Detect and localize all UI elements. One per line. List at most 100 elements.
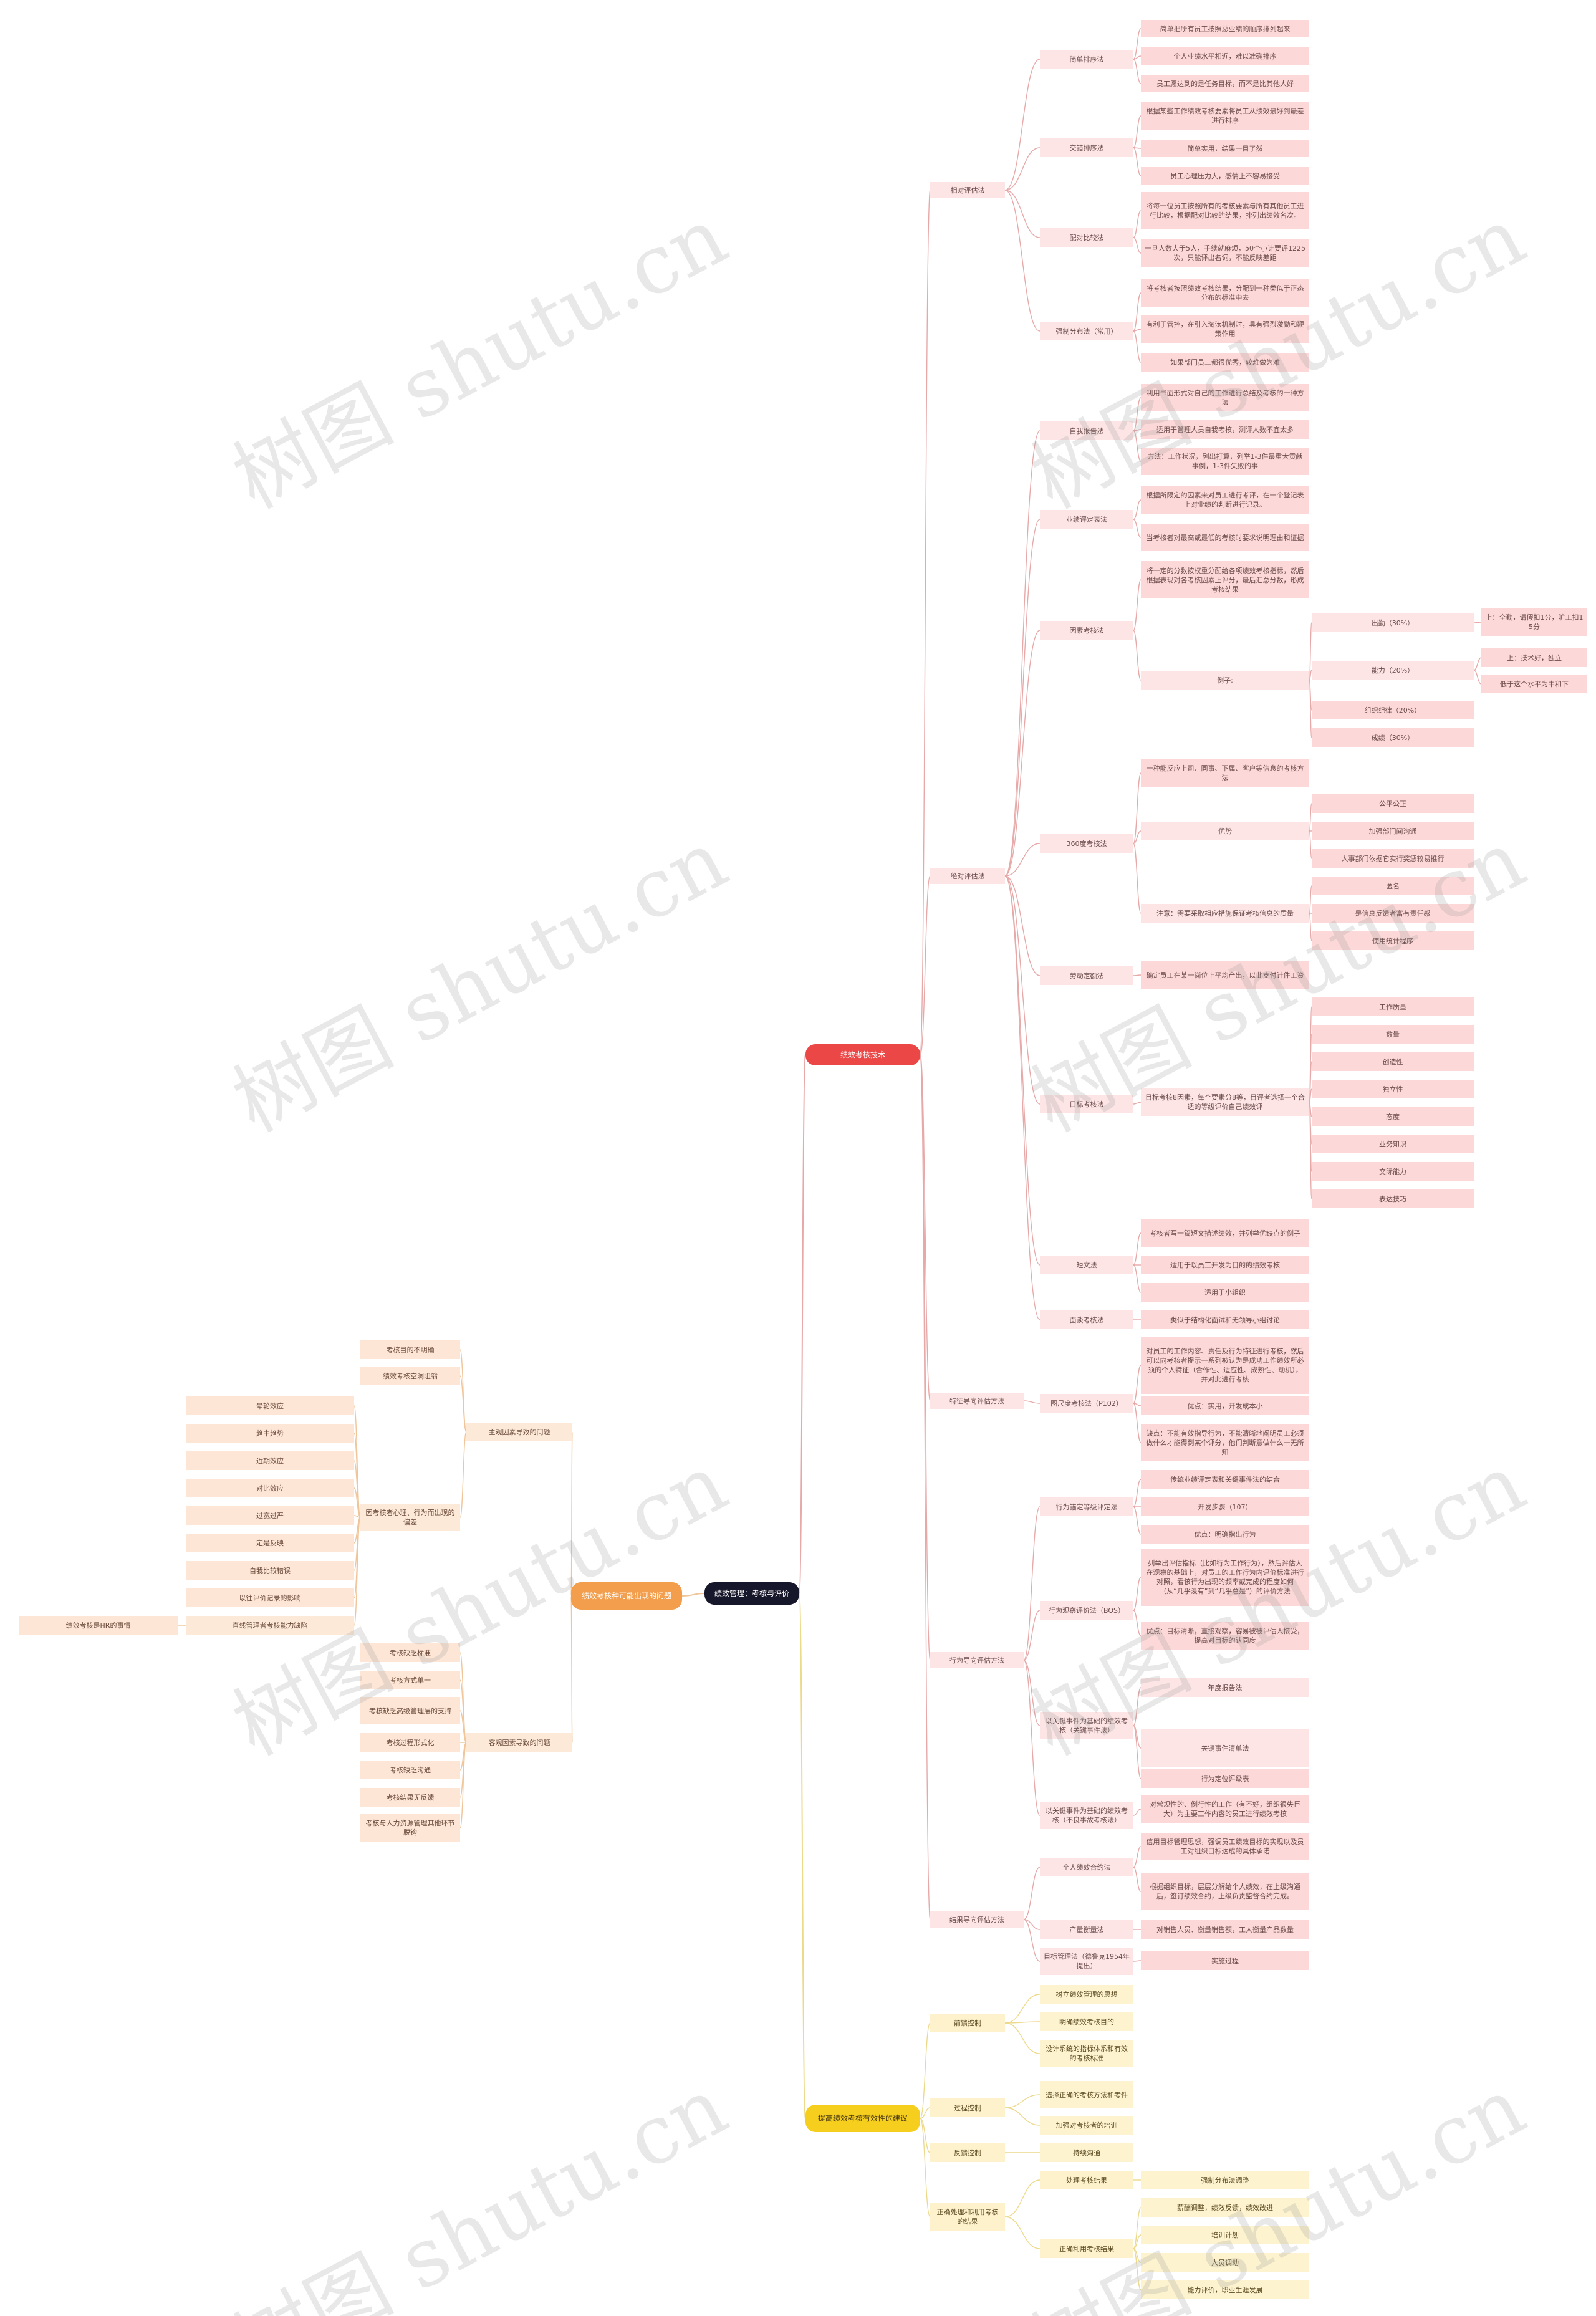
mindmap-node[interactable]: 能力评价，职业生涯发展 — [1141, 2280, 1309, 2299]
mindmap-node[interactable]: 优点：明确指出行为 — [1141, 1525, 1309, 1544]
mindmap-node[interactable]: 目标考核法 — [1040, 1095, 1133, 1113]
root-topic[interactable]: 绩效管理：考核与评价 — [704, 1582, 799, 1605]
mindmap-node[interactable]: 以往评价记录的影响 — [186, 1588, 354, 1607]
mindmap-node[interactable]: 特征导向评估方法 — [930, 1393, 1024, 1409]
mindmap-node[interactable]: 实施过程 — [1141, 1951, 1309, 1970]
mindmap-node[interactable]: 持续沟通 — [1040, 2143, 1133, 2162]
mindmap-node[interactable]: 使用统计程序 — [1312, 931, 1474, 950]
mindmap-node[interactable]: 面谈考核法 — [1040, 1310, 1133, 1329]
mindmap-node[interactable]: 对常规性的、例行性的工作（有不好，组织很失巨大）为主要工作内容的员工进行绩效考核 — [1141, 1795, 1309, 1823]
mindmap-node[interactable]: 反馈控制 — [930, 2143, 1005, 2162]
mindmap-node[interactable]: 强制分布法调整 — [1141, 2171, 1309, 2189]
mindmap-node[interactable]: 独立性 — [1312, 1080, 1474, 1098]
mindmap-node[interactable]: 自我报告法 — [1040, 421, 1133, 440]
mindmap-node[interactable]: 对员工的工作内容、责任及行为特征进行考核，然后可以向考核者提示一系列被认为是成功… — [1141, 1337, 1309, 1394]
mindmap-node[interactable]: 根据组织目标，层层分解给个人绩效，在上级沟通后，签订绩效合约，上级负责监督合约完… — [1141, 1873, 1309, 1910]
mindmap-node[interactable]: 优势 — [1141, 822, 1309, 840]
mindmap-node[interactable]: 低于这个水平为中和下 — [1481, 675, 1587, 693]
mindmap-node[interactable]: 上：全勤，请假扣1分，旷工扣15分 — [1481, 608, 1587, 636]
main-branch-node[interactable]: 绩效考核种可能出现的问题 — [571, 1582, 682, 1610]
mindmap-node[interactable]: 短文法 — [1040, 1256, 1133, 1274]
mindmap-node[interactable]: 例子: — [1141, 671, 1309, 690]
mindmap-node[interactable]: 晕轮效应 — [186, 1396, 354, 1415]
mindmap-node[interactable]: 有利于管控，在引入淘汰机制时，具有强烈激励和鞭策作用 — [1141, 315, 1309, 343]
mindmap-node[interactable]: 设计系统的指标体系和有效的考核标准 — [1040, 2040, 1133, 2067]
mindmap-node[interactable]: 工作质量 — [1312, 997, 1474, 1016]
mindmap-node[interactable]: 交错排序法 — [1040, 138, 1133, 157]
main-branch-node[interactable]: 提高绩效考核有效性的建议 — [805, 2105, 920, 2132]
mindmap-node[interactable]: 绩效考核是HR的事情 — [19, 1616, 178, 1635]
mindmap-node[interactable]: 明确绩效考核目的 — [1040, 2012, 1133, 2031]
mindmap-node[interactable]: 行为定位评级表 — [1141, 1769, 1309, 1788]
mindmap-node[interactable]: 态度 — [1312, 1107, 1474, 1126]
mindmap-node[interactable]: 劳动定额法 — [1040, 966, 1133, 985]
mindmap-node[interactable]: 加强对考核者的培训 — [1040, 2116, 1133, 2135]
mindmap-node[interactable]: 能力（20%） — [1312, 661, 1474, 680]
mindmap-node[interactable]: 匿名 — [1312, 877, 1474, 895]
mindmap-node[interactable]: 表达技巧 — [1312, 1189, 1474, 1208]
mindmap-node[interactable]: 方法：工作状况，列出打算，列举1-3件最重大贡献事例，1-3件失败的事 — [1141, 448, 1309, 475]
mindmap-node[interactable]: 适用于小组织 — [1141, 1283, 1309, 1302]
mindmap-node[interactable]: 对比效应 — [186, 1479, 354, 1497]
mindmap-node[interactable]: 是信息反馈者富有责任感 — [1312, 904, 1474, 923]
mindmap-node[interactable]: 以关键事件为基础的绩效考核（关键事件法） — [1040, 1712, 1133, 1739]
mindmap-node[interactable]: 对销售人员、衡量销售额，工人衡量产品数量 — [1141, 1920, 1309, 1939]
mindmap-node[interactable]: 正确处理和利用考核的结果 — [930, 2203, 1005, 2231]
mindmap-node[interactable]: 简单把所有员工按照总业绩的顺序排列起来 — [1141, 20, 1309, 37]
mindmap-node[interactable]: 优点：目标清晰，直接观察，容易被被评估人接受，提高对目标的认同度 — [1141, 1622, 1309, 1650]
mindmap-node[interactable]: 考核缺乏沟通 — [360, 1761, 460, 1779]
mindmap-node[interactable]: 年度报告法 — [1141, 1678, 1309, 1697]
mindmap-node[interactable]: 列举出评估指标（比如行为工作行为），然后评估人在观察的基础上，对员工的工作行为内… — [1141, 1549, 1309, 1606]
mindmap-node[interactable]: 类似于结构化面试和无领导小组讨论 — [1141, 1310, 1309, 1329]
mindmap-node[interactable]: 员工心理压力大，感情上不容易接受 — [1141, 167, 1309, 185]
mindmap-node[interactable]: 产量衡量法 — [1040, 1920, 1133, 1939]
mindmap-node[interactable]: 一种能反应上司、同事、下属、客户等信息的考核方法 — [1141, 759, 1309, 787]
mindmap-node[interactable]: 考核目的不明确 — [360, 1340, 460, 1359]
mindmap-node[interactable]: 培训计划 — [1141, 2226, 1309, 2244]
mindmap-node[interactable]: 处理考核结果 — [1040, 2171, 1133, 2189]
mindmap-node[interactable]: 适用于管理人员自我考核，测评人数不宜太多 — [1141, 420, 1309, 439]
mindmap-node[interactable]: 自我比较错误 — [186, 1561, 354, 1580]
mindmap-node[interactable]: 开发步骤（107） — [1141, 1497, 1309, 1516]
mindmap-node[interactable]: 过程控制 — [930, 2098, 1005, 2117]
mindmap-node[interactable]: 趋中趋势 — [186, 1424, 354, 1443]
mindmap-node[interactable]: 主观因素导致的问题 — [466, 1423, 572, 1441]
mindmap-node[interactable]: 人事部门依据它实行奖惩较易推行 — [1312, 849, 1474, 868]
mindmap-node[interactable]: 相对评估法 — [930, 182, 1005, 198]
mindmap-node[interactable]: 业务知识 — [1312, 1135, 1474, 1153]
mindmap-node[interactable]: 组织纪律（20%） — [1312, 701, 1474, 719]
mindmap-node[interactable]: 利用书面形式对自己的工作进行总结及考核的一种方法 — [1141, 384, 1309, 411]
mindmap-node[interactable]: 交际能力 — [1312, 1162, 1474, 1181]
mindmap-node[interactable]: 关键事件清单法 — [1141, 1729, 1309, 1767]
mindmap-node[interactable]: 图尺度考核法（P102） — [1040, 1394, 1133, 1413]
mindmap-node[interactable]: 行为观察评价法（BOS） — [1040, 1601, 1133, 1620]
mindmap-node[interactable]: 过宽过严 — [186, 1506, 354, 1525]
mindmap-node[interactable]: 考核缺乏高级管理层的支持 — [360, 1697, 460, 1724]
mindmap-node[interactable]: 确定员工在某一岗位上平均产出，以此支付计件工资 — [1141, 961, 1309, 989]
mindmap-node[interactable]: 前馈控制 — [930, 2014, 1005, 2032]
mindmap-node[interactable]: 适用于以员工开发为目的的绩效考核 — [1141, 1256, 1309, 1274]
mindmap-node[interactable]: 薪酬调整，绩效反馈，绩效改进 — [1141, 2198, 1309, 2217]
mindmap-node[interactable]: 根据所限定的因素来对员工进行考评，在一个登记表上对业绩的判断进行记录。 — [1141, 486, 1309, 514]
mindmap-node[interactable]: 数量 — [1312, 1025, 1474, 1044]
mindmap-node[interactable]: 绩效考核空洞阻翁 — [360, 1367, 460, 1385]
mindmap-node[interactable]: 选择正确的考核方法和考件 — [1040, 2081, 1133, 2108]
mindmap-node[interactable]: 简单排序法 — [1040, 50, 1133, 69]
mindmap-node[interactable]: 创造性 — [1312, 1052, 1474, 1071]
mindmap-node[interactable]: 简单实用，结果一目了然 — [1141, 140, 1309, 157]
mindmap-node[interactable]: 优点：实用，开发成本小 — [1141, 1396, 1309, 1415]
mindmap-node[interactable]: 注意：需要采取相应措施保证考核信息的质量 — [1141, 904, 1309, 923]
mindmap-node[interactable]: 配对比较法 — [1040, 228, 1133, 247]
mindmap-node[interactable]: 树立绩效管理的思想 — [1040, 1985, 1133, 2004]
mindmap-node[interactable]: 信用目标管理思想，强调员工绩效目标的实现以及员工对组织目标达成的具体承诺 — [1141, 1833, 1309, 1860]
mindmap-node[interactable]: 将每一位员工按照所有的考核要素与所有其他员工进行比较，根据配对比较的结果，排列出… — [1141, 192, 1309, 229]
mindmap-node[interactable]: 上：技术好，独立 — [1481, 648, 1587, 667]
mindmap-node[interactable]: 人员调动 — [1141, 2253, 1309, 2272]
mindmap-node[interactable]: 公平公正 — [1312, 794, 1474, 813]
mindmap-node[interactable]: 员工愿达到的是任务目标，而不是比其他人好 — [1141, 75, 1309, 92]
mindmap-node[interactable]: 根据某些工作绩效考核要素将员工从绩效最好到最差进行排序 — [1141, 102, 1309, 130]
mindmap-node[interactable]: 近期效应 — [186, 1451, 354, 1470]
mindmap-node[interactable]: 传统业绩评定表和关键事件法的结合 — [1141, 1470, 1309, 1489]
mindmap-node[interactable]: 加强部门间沟通 — [1312, 822, 1474, 840]
mindmap-node[interactable]: 个人业绩水平相近，难以准确排序 — [1141, 47, 1309, 65]
